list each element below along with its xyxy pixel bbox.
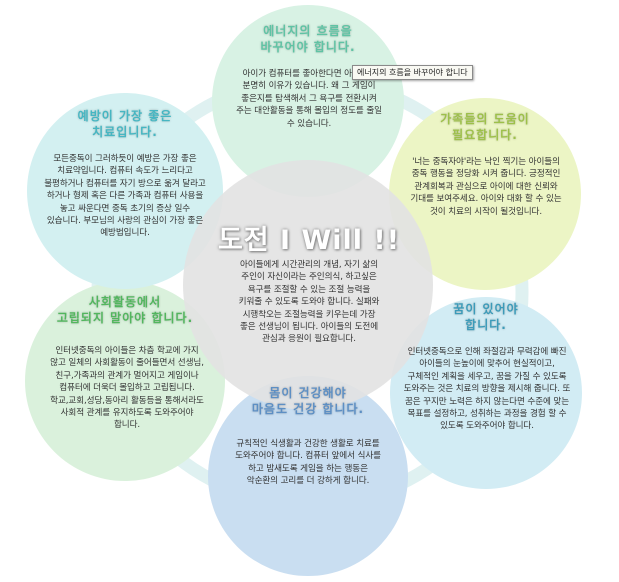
circle-top-right bbox=[389, 98, 581, 290]
title-bottom-right: 꿈이 있어야 합니다. bbox=[453, 302, 519, 332]
text-top-right: '너는 중독자야'라는 낙인 찍기는 아이들의 중독 행동을 정당화 시켜 줍니… bbox=[410, 157, 562, 217]
title-bottom-left: 사회활동에서 고립되지 말아야 합니다. bbox=[56, 295, 194, 325]
center-text: 아이들에게 시간관리의 개념, 자기 삶의 주인이 자신이라는 주인의식, 하고… bbox=[238, 260, 380, 345]
title-top: 에너지의 흐름을 바꾸어야 합니다. bbox=[260, 24, 356, 54]
text-bottom: 규칙적인 식생활과 건강한 생활로 치료를 도와주어야 합니다. 컴퓨터 앞에서… bbox=[235, 439, 381, 487]
text-top: 아이가 컴퓨터를 좋아한다면 아이들은 분명히 이유가 있습니다. 왜 그 게임… bbox=[236, 69, 382, 129]
title-top-left: 예방이 가장 좋은 치료입니다. bbox=[77, 109, 173, 139]
title-bottom: 몸이 건강해야 마음도 건강 합니다. bbox=[251, 386, 365, 416]
circle-top bbox=[212, 5, 404, 197]
circle-top-left bbox=[27, 93, 223, 289]
text-top-left: 모든중독이 그러하듯이 예방은 가장 좋은 치료약입니다. 컴퓨터 속도가 느리… bbox=[44, 154, 206, 239]
circle-center bbox=[183, 160, 433, 410]
circle-bottom-right bbox=[390, 297, 582, 489]
text-bottom-right: 인터넷중독으로 인해 좌절감과 무력감에 빠진 아이들의 눈높이에 맞추어 현실… bbox=[403, 347, 571, 432]
tooltip: 에너지의 흐름을 바꾸어야 합니다 bbox=[352, 65, 473, 80]
circle-bottom-left bbox=[25, 281, 225, 481]
text-bottom-left: 인터넷중독의 아이들은 차츰 학교에 가지 않고 일체의 사회활동이 줄어들면서… bbox=[50, 346, 204, 431]
circle-bottom bbox=[208, 376, 408, 576]
title-top-right: 가족들의 도움이 필요합니다. bbox=[440, 112, 530, 142]
center-title: 도전 I Will !! bbox=[217, 225, 401, 256]
